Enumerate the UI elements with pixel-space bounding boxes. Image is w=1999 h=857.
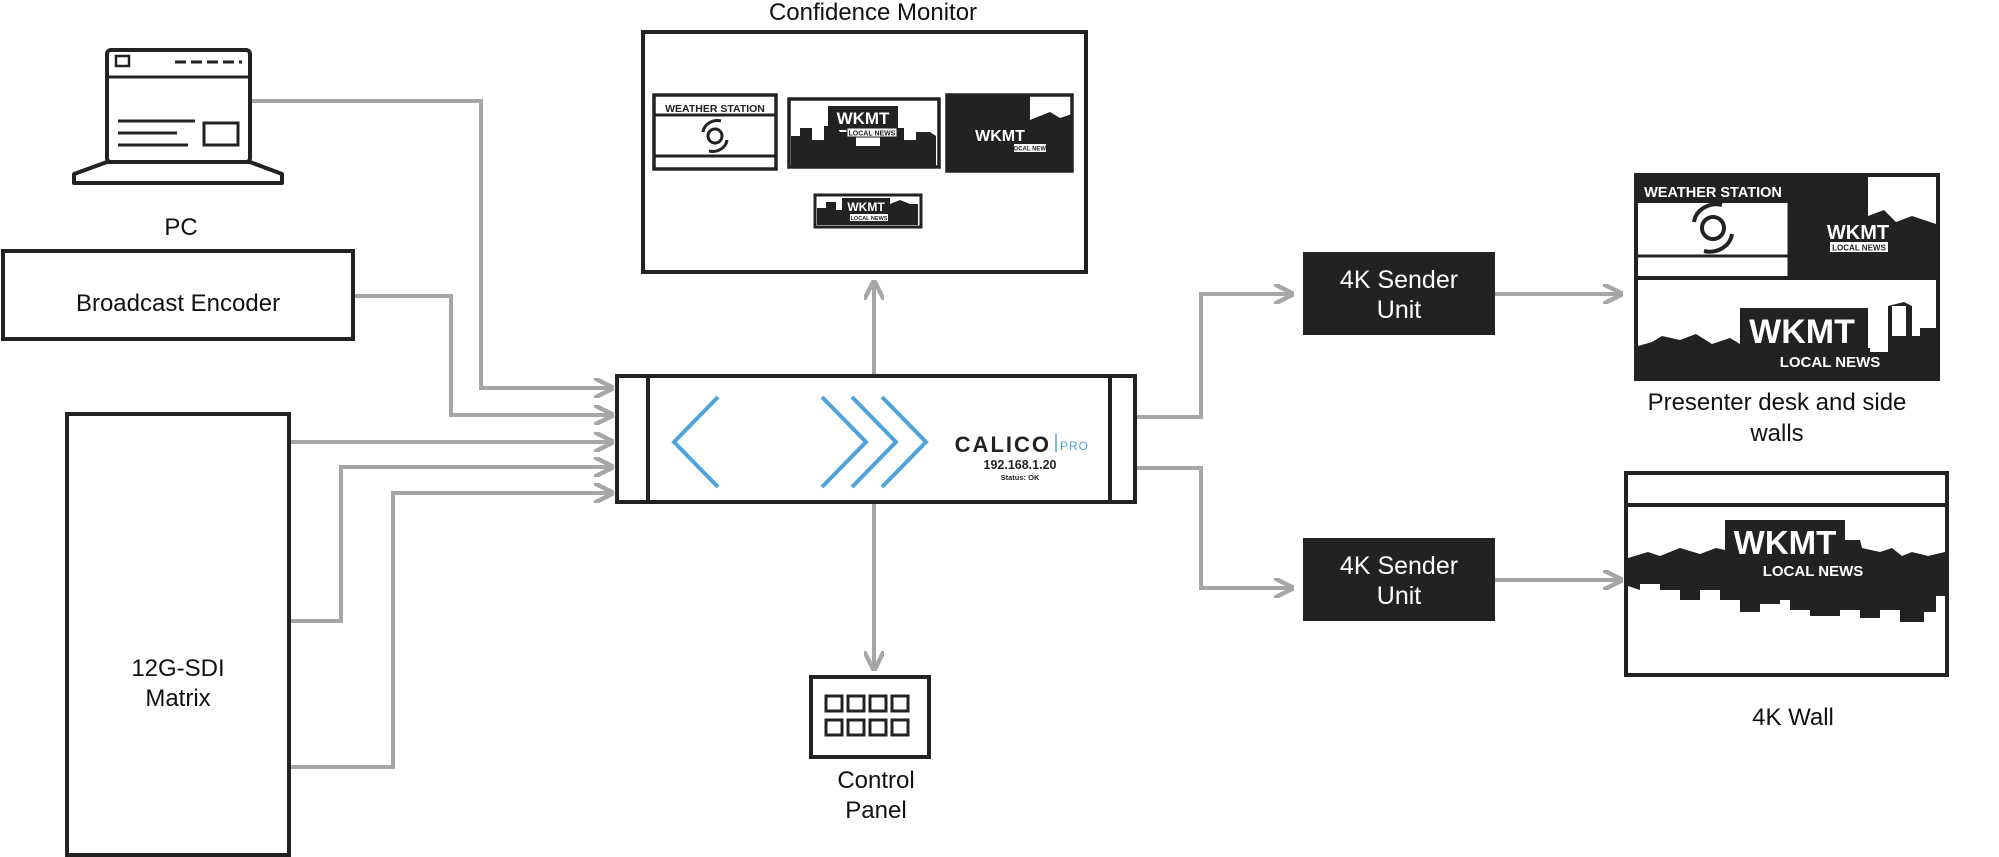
control-panel-icon [809,675,931,759]
control-panel-label-line1: Control [837,767,914,794]
sender-unit-2-box [1303,538,1495,621]
presenter-desk-display: WEATHER STATION WKMT LOCAL NEWS WKMT LOC… [1634,173,1940,381]
monitor-thumb-weather: WEATHER STATION [652,93,778,171]
pc-laptop-icon [72,48,284,185]
chevron-right-icon-3 [880,395,929,489]
presenter-wkmt2-logo: WKMT [1749,313,1855,351]
broadcast-encoder-label: Broadcast Encoder [76,290,280,317]
monitor-thumb-wkmt-small: WKMT LOCAL NEWS [813,193,923,229]
sender-unit-1-label-line1: 4K Sender [1340,266,1458,294]
connector-lines [252,99,1621,769]
pc-label: PC [164,214,197,241]
encoder-to-processor-line [353,294,612,415]
sdi-matrix-label-line2: Matrix [145,685,210,712]
presenter-label-line1: Presenter desk and side [1648,389,1907,416]
presenter-weather-text: WEATHER STATION [1644,185,1782,201]
processor-ip: 192.168.1.20 [984,458,1057,472]
monitor-thumb-wkmt-dark: WKMT LOCAL NEWS [945,93,1074,173]
broadcast-encoder-box [1,249,355,341]
presenter-label-line2: walls [1749,420,1803,447]
chevron-left-icon [671,395,720,489]
wall-wkmt-sub: LOCAL NEWS [1763,563,1864,580]
wall-wkmt-logo: WKMT [1734,524,1837,561]
presenter-wkmt1-sub: LOCAL NEWS [1832,244,1886,253]
monitor-thumb-wkmt3-logo: WKMT [847,200,885,214]
hurricane-icon [1692,202,1734,254]
sdi-matrix-box [65,412,291,857]
processor-to-sender1-line [1136,294,1292,419]
sdi-matrix-label-line1: 12G-SDI [131,655,224,682]
sender-unit-2-label-line2: Unit [1377,582,1422,610]
calico-pro-processor: CALICO PRO 192.168.1.20 Status: OK [615,374,1137,504]
monitor-thumb-weather-text: WEATHER STATION [665,103,765,115]
chevron-right-icon-2 [850,395,899,489]
matrix-out2-line [289,467,612,623]
monitor-thumb-wkmt3-sub: LOCAL NEWS [851,216,888,222]
control-panel-label-line2: Panel [845,797,906,824]
presenter-wkmt2-sub: LOCAL NEWS [1780,354,1881,371]
confidence-monitor-title: Confidence Monitor [769,0,977,26]
presenter-wkmt1-logo: WKMT [1827,222,1889,244]
processor-to-sender2-line [1136,466,1292,588]
processor-brand: CALICO [955,432,1051,457]
sender-unit-1-box [1303,252,1495,335]
monitor-thumb-wkmt1-logo: WKMT [837,109,890,128]
processor-edition: PRO [1060,439,1089,453]
pc-to-processor-line [252,99,612,388]
wall-label: 4K Wall [1752,704,1834,731]
matrix-out3-line [289,493,612,769]
wall-display: WKMT LOCAL NEWS [1624,471,1949,677]
processor-status: Status: OK [1001,473,1040,482]
monitor-thumb-wkmt-skyline: WKMT LOCAL NEWS [787,97,941,169]
sender-unit-1-label-line2: Unit [1377,296,1422,324]
chevron-right-icon-1 [820,395,869,489]
sender-unit-2-label-line1: 4K Sender [1340,552,1458,580]
monitor-thumb-wkmt1-sub: LOCAL NEWS [849,131,896,138]
monitor-thumb-wkmt2-logo: WKMT [975,128,1025,145]
hurricane-icon [701,119,729,153]
monitor-thumb-wkmt2-sub: LOCAL NEWS [1010,147,1050,153]
